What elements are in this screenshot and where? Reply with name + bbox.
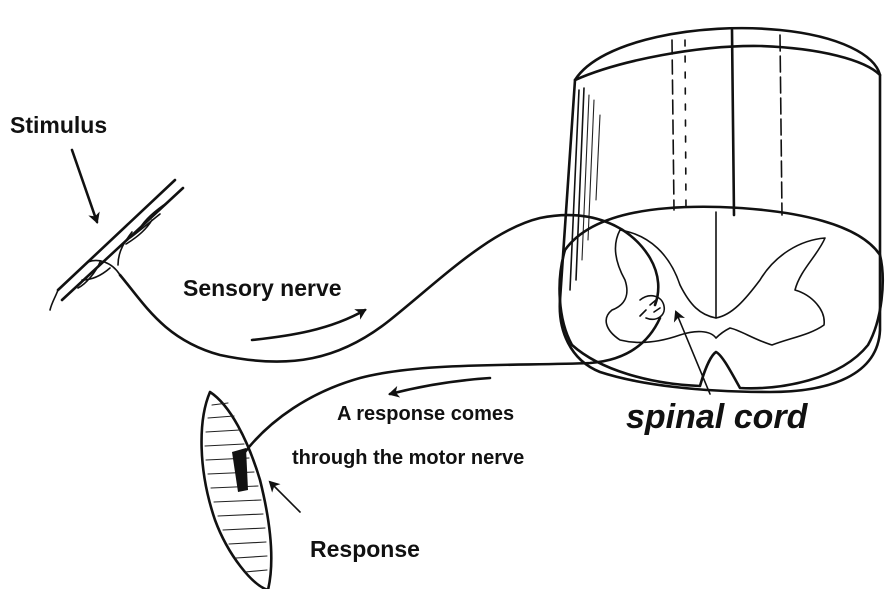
spinal-cord-label: spinal cord [626, 398, 809, 436]
response-label: Response [310, 536, 420, 562]
arrow-icon [72, 150, 97, 222]
motor-nerve-path [245, 318, 660, 452]
motor-nerve-label-line1: A response comes [337, 403, 514, 425]
receptor-skin [50, 180, 183, 310]
spinal-cord-top-edge [575, 46, 880, 80]
arrow-icon [390, 378, 490, 394]
motor-end-plate [232, 448, 248, 492]
sensory-nerve-label: Sensory nerve [183, 275, 342, 301]
spinal-cord [560, 28, 883, 392]
muscle-effector [202, 392, 272, 589]
arrow-icon [270, 482, 300, 512]
spinal-cord-outline [560, 28, 880, 392]
arrow-icon [252, 310, 365, 340]
stimulus-label: Stimulus [10, 112, 107, 138]
muscle-striations [205, 403, 267, 572]
muscle-outline [202, 392, 272, 589]
arrow-icon [676, 312, 710, 394]
motor-nerve-label-line2: through the motor nerve [292, 447, 524, 469]
